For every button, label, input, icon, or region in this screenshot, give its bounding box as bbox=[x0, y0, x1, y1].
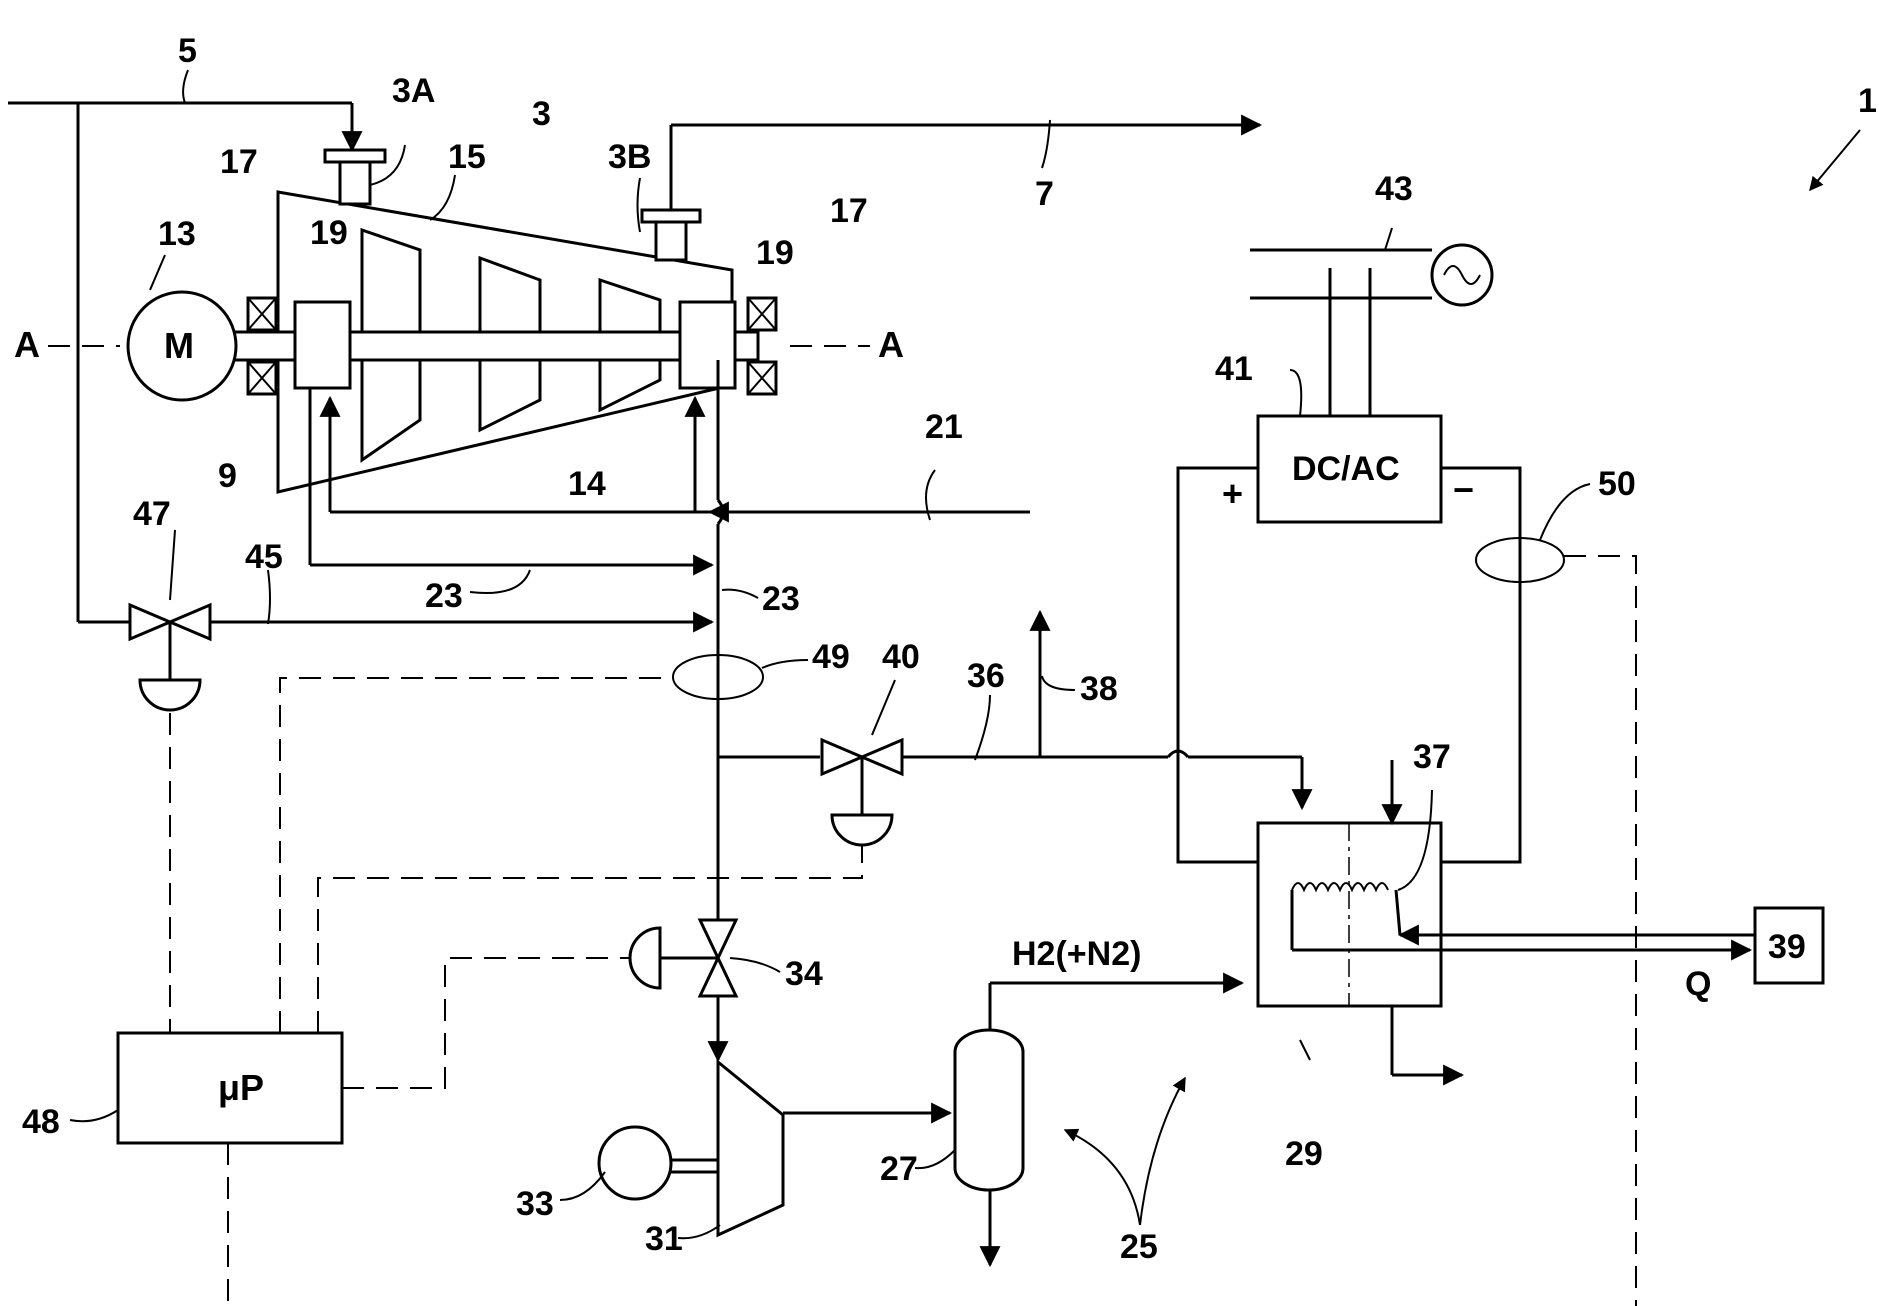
label-21: 21 bbox=[925, 408, 963, 446]
label-23-left: 23 bbox=[425, 577, 463, 615]
label-29: 29 bbox=[1285, 1135, 1323, 1173]
label-q: Q bbox=[1685, 965, 1711, 1003]
label-50: 50 bbox=[1598, 465, 1636, 503]
label-15: 15 bbox=[448, 138, 486, 176]
valve-47[interactable] bbox=[130, 530, 210, 710]
label-13: 13 bbox=[158, 215, 196, 253]
label-7: 7 bbox=[1035, 175, 1054, 213]
label-19-right: 19 bbox=[756, 234, 794, 272]
fuel-cell-29 bbox=[1258, 760, 1755, 1075]
label-47: 47 bbox=[133, 495, 171, 533]
label-17-left: 17 bbox=[220, 143, 258, 181]
inverter-41 bbox=[1178, 228, 1520, 862]
label-34: 34 bbox=[785, 955, 823, 993]
label-gas: H2(+N2) bbox=[1012, 935, 1141, 973]
tank-27 bbox=[915, 983, 1242, 1265]
sensor-49 bbox=[673, 655, 808, 699]
label-25: 25 bbox=[1120, 1228, 1158, 1266]
label-49: 49 bbox=[812, 638, 850, 676]
label-9: 9 bbox=[218, 457, 237, 495]
label-3: 3 bbox=[532, 95, 551, 133]
sensor-50 bbox=[1476, 484, 1636, 1306]
label-fig-1: 1 bbox=[1858, 82, 1877, 120]
label-40: 40 bbox=[882, 638, 920, 676]
label-19-left: 19 bbox=[310, 214, 348, 252]
label-axis-a-left: A bbox=[14, 324, 40, 365]
label-17-right: 17 bbox=[830, 192, 868, 230]
label-33: 33 bbox=[516, 1185, 554, 1223]
label-39: 39 bbox=[1768, 928, 1806, 966]
label-36: 36 bbox=[967, 657, 1005, 695]
label-27: 27 bbox=[880, 1150, 918, 1188]
label-microprocessor: μP bbox=[218, 1067, 264, 1108]
label-37: 37 bbox=[1413, 738, 1451, 776]
valve-34[interactable] bbox=[630, 920, 780, 996]
label-43: 43 bbox=[1375, 170, 1413, 208]
label-motor-m: M bbox=[164, 325, 194, 366]
label-38: 38 bbox=[1080, 670, 1118, 708]
figure-ref-arrow bbox=[1810, 130, 1860, 190]
label-14: 14 bbox=[568, 465, 606, 503]
label-3b: 3B bbox=[608, 138, 651, 176]
label-41: 41 bbox=[1215, 350, 1253, 388]
label-dc-ac: DC/AC bbox=[1292, 450, 1400, 488]
label-31: 31 bbox=[645, 1220, 683, 1258]
label-plus: + bbox=[1222, 473, 1243, 514]
label-3a: 3A bbox=[392, 72, 435, 110]
label-5: 5 bbox=[178, 32, 197, 70]
label-minus: − bbox=[1453, 469, 1474, 510]
valve-40[interactable] bbox=[718, 612, 1302, 845]
label-23-right: 23 bbox=[762, 580, 800, 618]
label-48: 48 bbox=[22, 1103, 60, 1141]
label-45: 45 bbox=[245, 538, 283, 576]
label-axis-a-right: A bbox=[878, 324, 904, 365]
system-25-arrows bbox=[1065, 1078, 1185, 1225]
